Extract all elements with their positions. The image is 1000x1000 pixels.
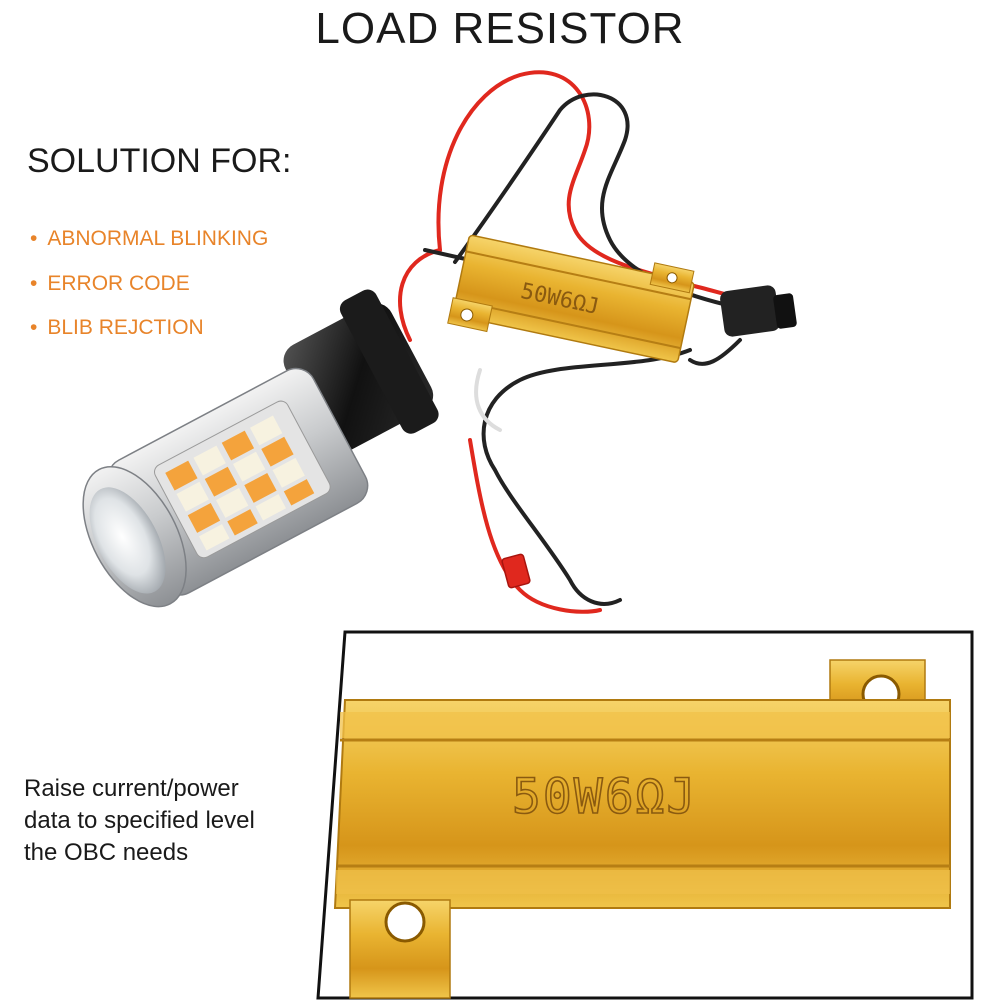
spade-connector <box>501 553 531 589</box>
page-title: LOAD RESISTOR <box>315 4 685 53</box>
solution-heading: SOLUTION FOR: <box>27 142 292 180</box>
description-line: data to specified level <box>24 807 255 834</box>
list-item-label: BLIB REJCTION <box>47 316 204 339</box>
list-item: •BLIB REJCTION <box>30 316 204 339</box>
zoomed-resistor-panel: 50W6ΩJ <box>316 630 974 1000</box>
large-load-resistor: 50W6ΩJ <box>333 659 951 999</box>
list-item-label: ERROR CODE <box>47 271 190 295</box>
problem-list: •ABNORMAL BLINKING •ERROR CODE •BLIB REJ… <box>30 224 268 358</box>
description-line: Raise current/power <box>24 775 239 802</box>
list-item: •ABNORMAL BLINKING <box>30 227 269 250</box>
description-text: Raise current/power data to specified le… <box>24 773 255 869</box>
led-chip-array <box>165 415 315 551</box>
large-resistor-marking: 50W6ΩJ <box>512 769 697 825</box>
list-item: •ERROR CODE <box>30 271 190 295</box>
small-load-resistor: 50W6ΩJ <box>447 234 695 363</box>
socket-connector <box>720 285 797 337</box>
description-line: the OBC needs <box>24 839 189 866</box>
list-item-label: ABNORMAL BLINKING <box>47 227 269 250</box>
led-bulb <box>82 289 439 608</box>
